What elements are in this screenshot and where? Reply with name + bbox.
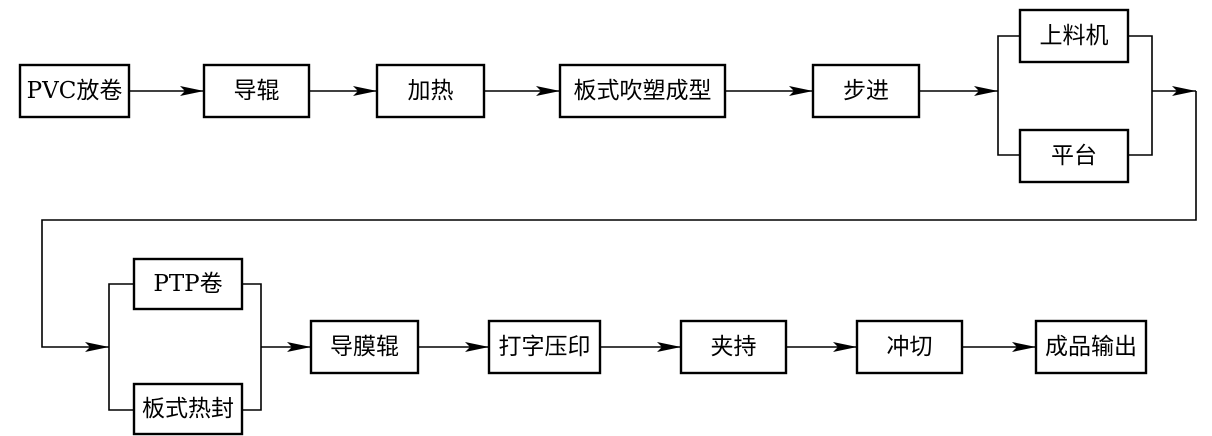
node-label: 成品输出 [1045, 334, 1137, 360]
arrowhead [789, 86, 813, 96]
node-loader: 上料机 [1018, 8, 1130, 64]
node-pvc-unwind: PVC放卷 [18, 63, 131, 119]
arrowhead [536, 86, 560, 96]
node-label: 导膜辊 [330, 334, 399, 360]
node-plate-heat-seal: 板式热封 [132, 382, 244, 436]
arrowhead [353, 86, 377, 96]
node-label: 导辊 [234, 78, 280, 104]
node-ptp-roll: PTP卷 [132, 257, 244, 311]
arrowhead [1012, 342, 1036, 352]
node-label: 板式热封 [142, 396, 234, 422]
node-punch-cut: 冲切 [855, 319, 964, 375]
node-plate-blow-forming: 板式吹塑成型 [558, 63, 727, 119]
arrowhead [180, 86, 204, 96]
node-stepping: 步进 [811, 63, 921, 119]
branch2-join-right [242, 283, 262, 411]
node-guide-roller: 导辊 [202, 63, 311, 119]
node-platform: 平台 [1018, 128, 1130, 184]
node-label: 平台 [1051, 143, 1097, 169]
node-film-guide-roller: 导膜辊 [309, 319, 420, 375]
branch2-split-left [108, 283, 134, 411]
arrowhead [1172, 86, 1196, 96]
branch-join-right [1128, 35, 1153, 156]
node-clamping: 夹持 [679, 319, 788, 375]
arrowhead [85, 342, 109, 352]
node-heating: 加热 [375, 63, 486, 119]
node-print-emboss: 打字压印 [487, 319, 602, 375]
node-product-output: 成品输出 [1034, 319, 1148, 375]
arrowhead [465, 342, 489, 352]
node-label: 步进 [843, 78, 889, 104]
arrowhead [974, 86, 998, 96]
branch-split-left [997, 35, 1020, 156]
node-label: 冲切 [887, 334, 933, 360]
arrowhead [833, 342, 857, 352]
node-label: 上料机 [1040, 23, 1109, 49]
arrowhead [287, 342, 311, 352]
node-label: PTP卷 [153, 271, 222, 297]
edge-wrap-to-row2 [41, 91, 1197, 348]
node-label: 板式吹塑成型 [574, 78, 712, 104]
node-label: 加热 [408, 78, 454, 104]
node-label: 打字压印 [499, 334, 591, 360]
node-label: 夹持 [711, 334, 757, 360]
node-label: PVC放卷 [27, 78, 123, 104]
arrowheads [85, 86, 1196, 352]
arrowhead [657, 342, 681, 352]
